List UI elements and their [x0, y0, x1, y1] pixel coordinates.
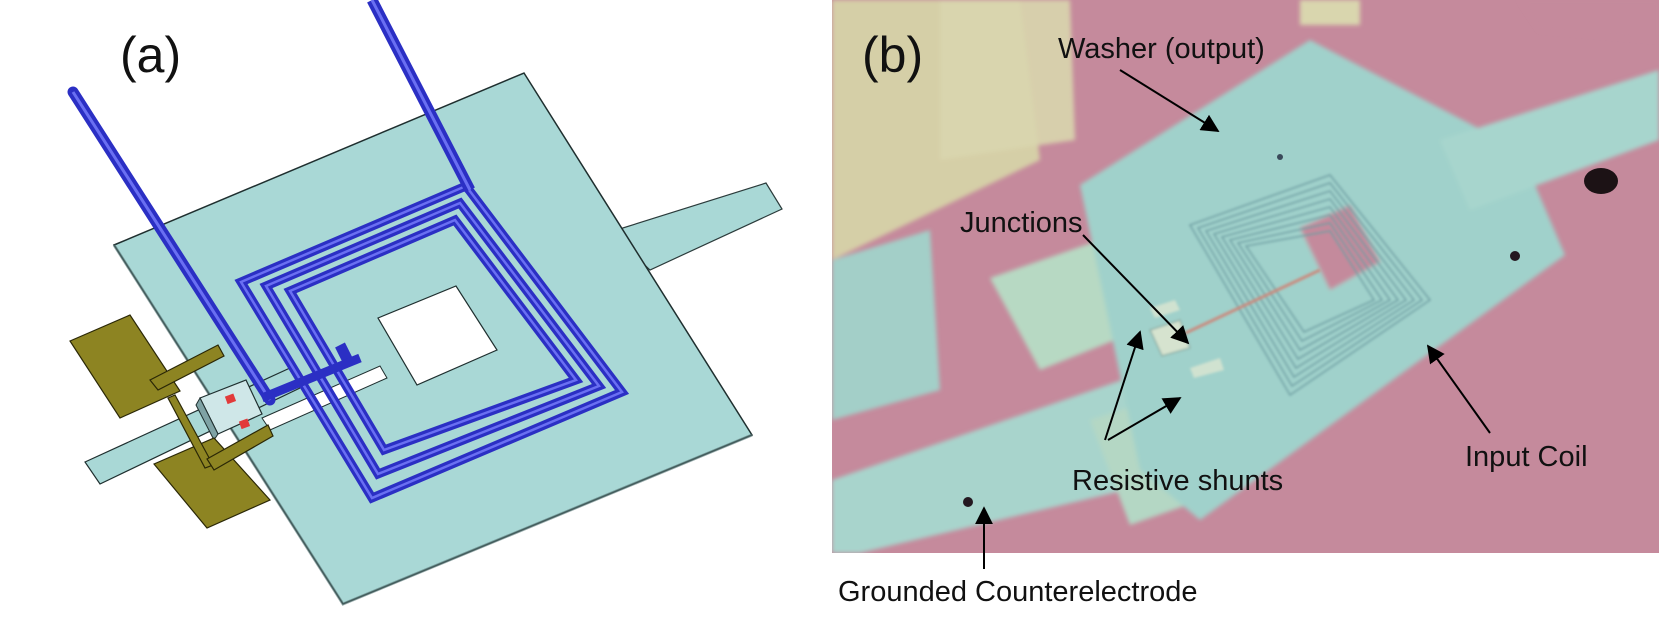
panel-a-rendering: (a)	[67, 0, 783, 606]
label-junctions: Junctions	[960, 207, 1083, 239]
shunt-pads	[69, 314, 274, 529]
arrow-shunt-1	[1104, 330, 1144, 441]
washer-hole	[377, 285, 498, 386]
panel-b-label: (b)	[862, 27, 923, 83]
junction-block	[195, 379, 263, 441]
label-input-coil: Input Coil	[1465, 441, 1588, 473]
label-washer: Washer (output)	[1058, 33, 1265, 65]
arrow-shunt-2	[1107, 397, 1182, 441]
label-ground: Grounded Counterelectrode	[838, 576, 1198, 608]
photo-input-coil	[1188, 174, 1432, 397]
arrow-junctions	[1082, 234, 1190, 345]
photo-washer	[1080, 40, 1565, 520]
panel-a-label: (a)	[120, 27, 181, 83]
arrow-coil	[1426, 344, 1491, 434]
annotation-arrows	[975, 69, 1491, 569]
junction-red-1	[224, 393, 237, 405]
junction-red-2	[238, 418, 251, 430]
coil-leads	[67, 0, 475, 406]
arrow-washer	[1119, 69, 1220, 132]
photo-defect-right	[1584, 168, 1618, 194]
label-shunts: Resistive shunts	[1072, 465, 1283, 497]
